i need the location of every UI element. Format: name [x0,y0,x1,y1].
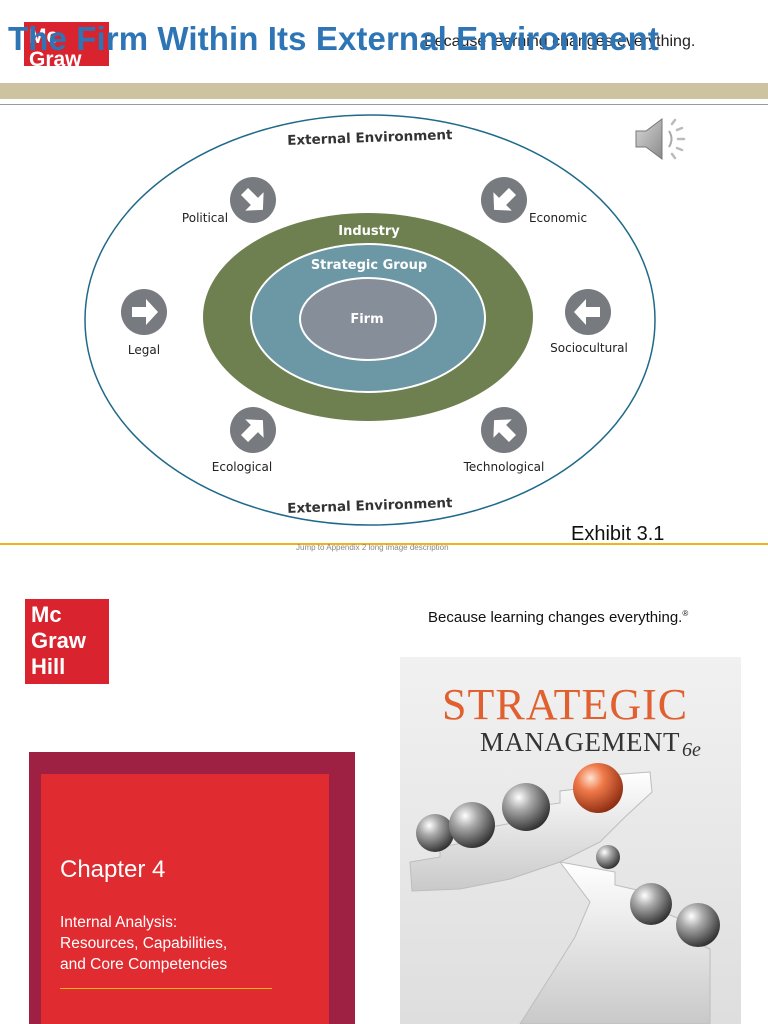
logo-line-3: Hill [31,654,66,679]
staircase-spheres-illustration [409,763,720,1024]
logo-line-1: Mc [31,602,62,627]
tagline: Because learning changes everything.® [428,609,688,626]
firm-core [299,277,437,361]
logo-line-2: Graw [31,628,87,653]
external-environment-diagram: External Environment External Environmen… [84,114,656,526]
registered-mark: ® [682,609,689,618]
book-edition: 6e [682,739,701,761]
slide-external-environment: Mc Graw Because learning changes everyth… [0,20,768,552]
sociocultural-arrow-icon [565,289,611,335]
chapter-subtitle-line-1: Internal Analysis: [60,914,178,931]
technological-label: Technological [463,460,545,474]
tagline-overlap: Because learning changes everything. [424,33,696,50]
economic-arrow-icon [481,177,527,223]
footer-rule [0,543,768,545]
appendix-jump-link[interactable]: Jump to Appendix 2 long image descriptio… [296,543,449,552]
outer-label-top: External Environment [287,127,453,149]
technological-arrow-icon [481,407,527,453]
exhibit-label: Exhibit 3.1 [571,523,665,545]
logo-line-1: Mc [29,25,59,48]
industry-label: Industry [338,224,400,239]
divider [0,104,768,105]
book-cover: STRATEGIC MANAGEMENT 6e [400,657,741,1024]
firm-label: Firm [350,312,383,327]
book-title-line-2: MANAGEMENT [480,727,680,757]
speaker-icon[interactable] [632,114,688,164]
political-label: Political [182,211,228,225]
legal-arrow-icon [121,289,167,335]
book-title-line-1: STRATEGIC [442,680,689,729]
outer-label-bottom: External Environment [287,495,453,517]
strategic-group-label: Strategic Group [311,258,427,273]
political-arrow-icon [230,177,276,223]
chapter-underline [60,988,272,989]
chapter-panel [41,774,329,1024]
legal-label: Legal [128,343,160,357]
chapter-subtitle-line-2: Resources, Capabilities, [60,934,228,952]
sociocultural-label: Sociocultural [550,341,628,355]
ecological-arrow-icon [230,407,276,453]
economic-label: Economic [529,211,587,225]
logo-line-2: Graw [29,48,82,66]
chapter-subtitle-line-3: and Core Competencies [60,955,228,973]
chapter-subtitle: Internal Analysis: Resources, Capabiliti… [60,913,320,976]
chapter-title: Chapter 4 [60,856,166,883]
tagline-text: Because learning changes everything. [428,609,683,626]
slide-title: The Firm Within Its External Environment [8,20,659,57]
mcgraw-hill-logo-top: Mc Graw [24,22,109,66]
ecological-label: Ecological [212,460,272,474]
mcgraw-hill-logo: Mc Graw Hill [25,599,109,684]
title-bar [0,83,768,99]
